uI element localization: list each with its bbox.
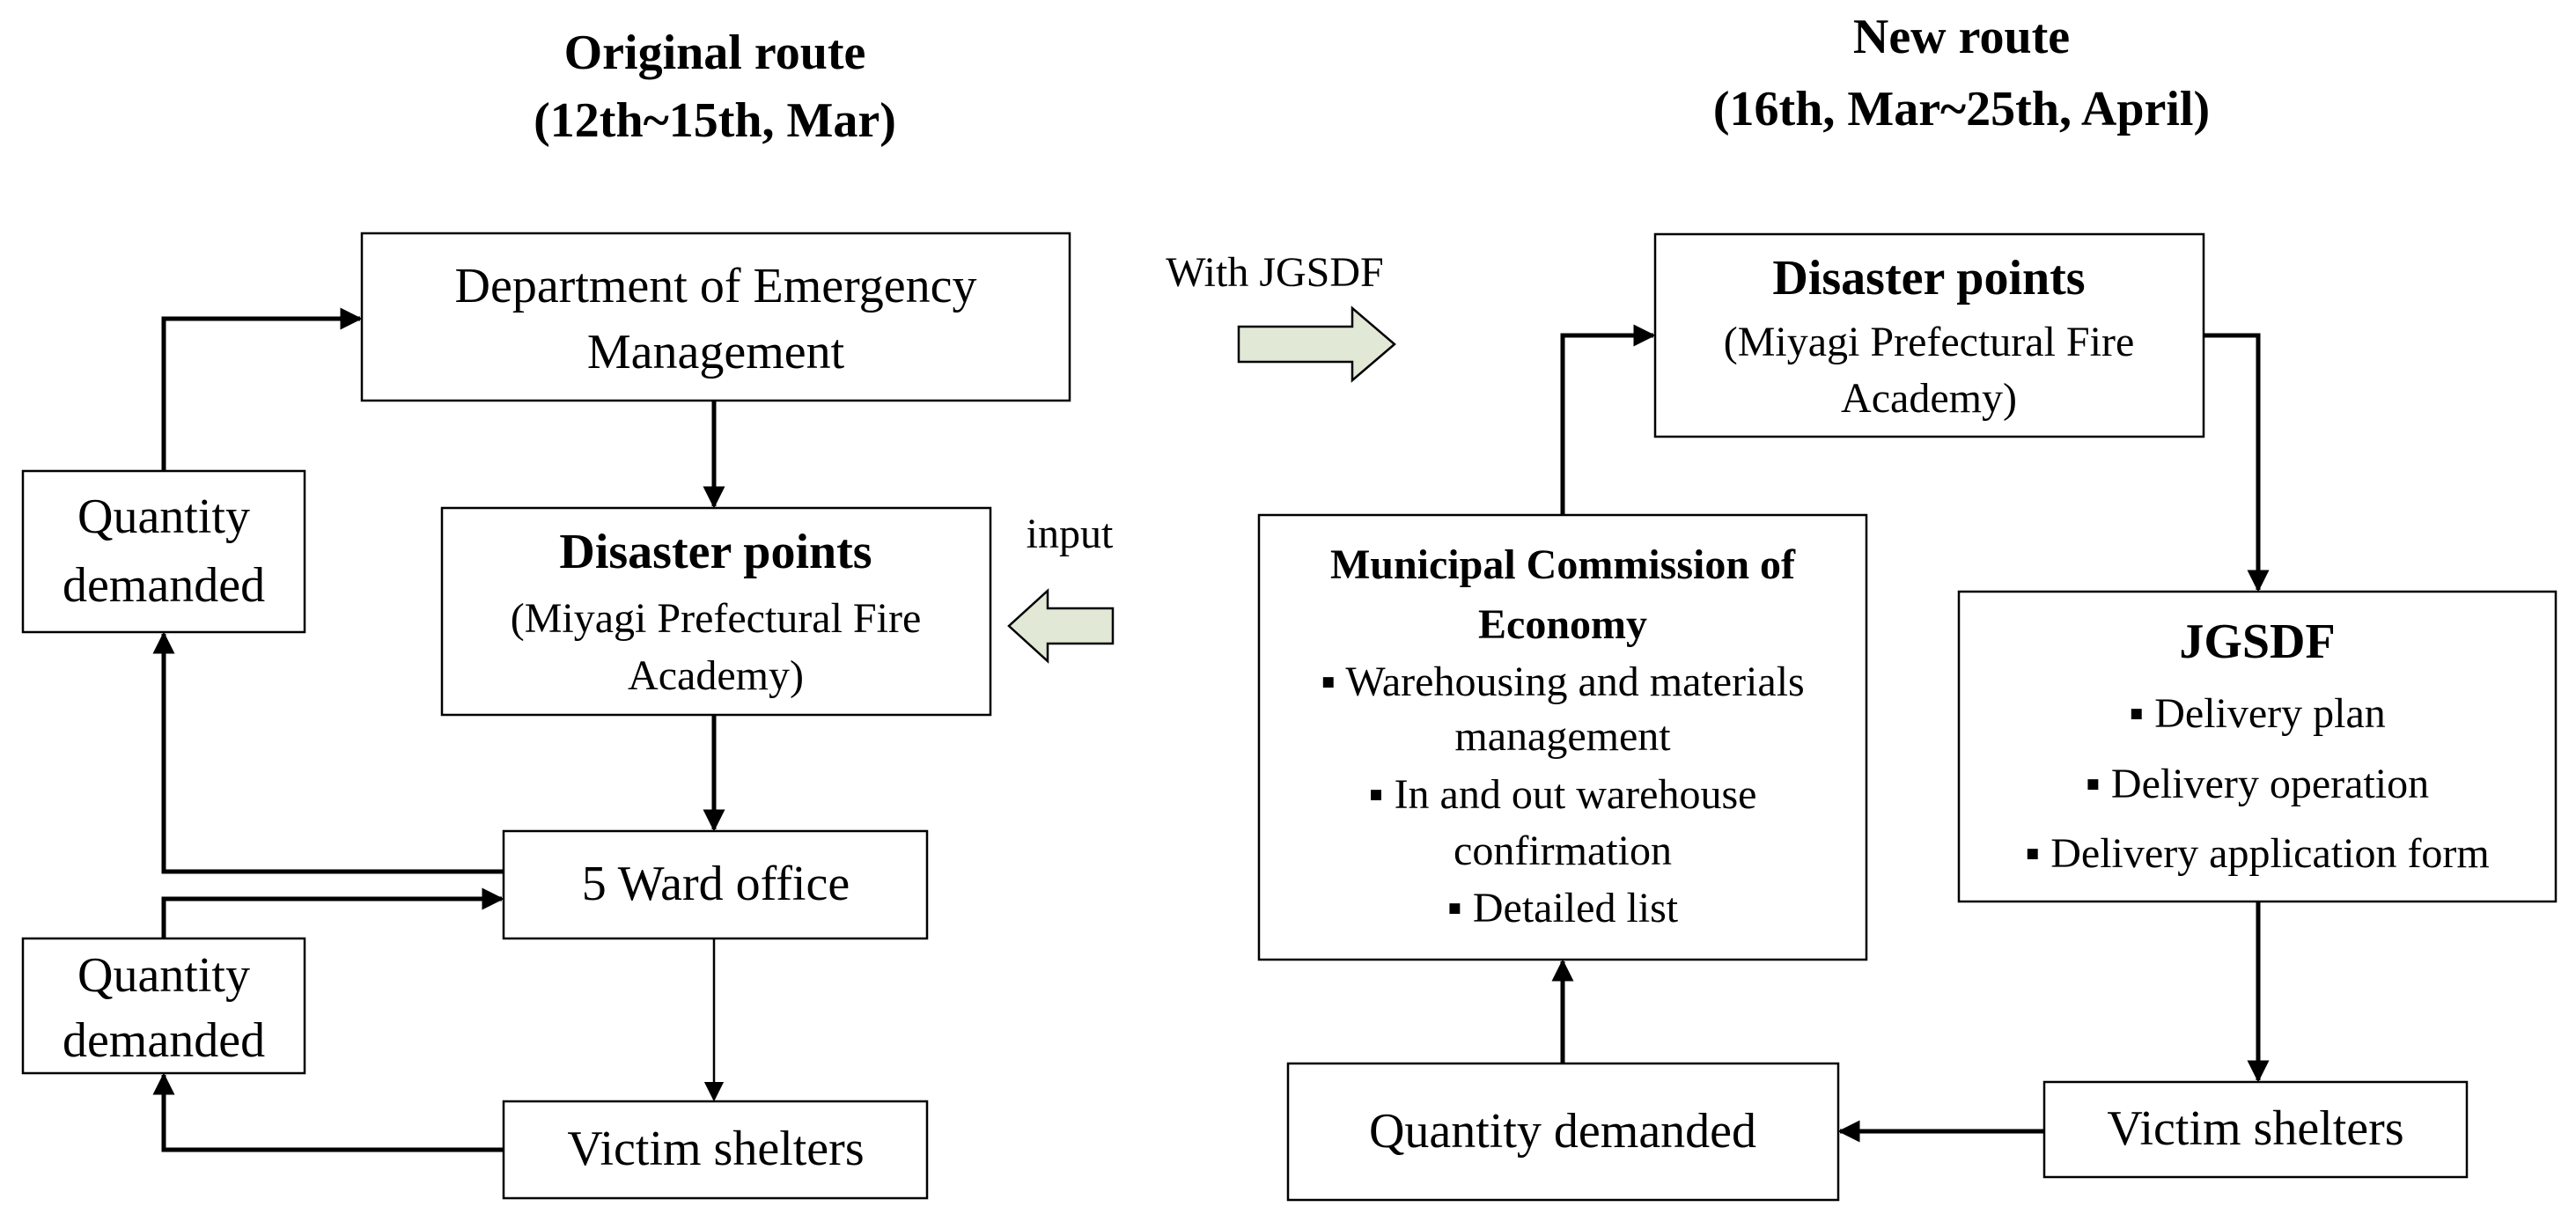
arrow-qty-top-to-dem — [161, 307, 363, 471]
left-title-line2: (12th~15th, Mar) — [534, 93, 896, 148]
right-disaster-title: Disaster points — [1772, 251, 2085, 305]
arrow-shelters-to-qty-bottom — [152, 1072, 504, 1152]
right-quantity-demanded-box: Quantity demanded — [1286, 1062, 1840, 1202]
jgsdf-title: JGSDF — [2179, 614, 2335, 669]
left-disaster-title: Disaster points — [559, 525, 872, 579]
commission-title1: Municipal Commission of — [1330, 541, 1796, 588]
qty-bottom-line2: demanded — [63, 1013, 265, 1068]
input-arrow — [1007, 588, 1115, 664]
arrow-qty-bottom-to-ward — [161, 887, 504, 938]
with-jgsdf-arrow — [1237, 305, 1396, 383]
commission-item: ▪ Detailed list — [1447, 885, 1679, 931]
qty-top-line2: demanded — [63, 558, 265, 613]
left-disaster-points-box: Disaster points (Miyagi Prefectural Fire… — [440, 506, 992, 717]
dem-label-line1: Department of Emergency — [455, 259, 977, 313]
commission-item: ▪ In and out warehouse — [1369, 771, 1757, 818]
dem-box: Department of Emergency Management — [360, 232, 1071, 402]
left-victim-shelters-box: Victim shelters — [502, 1100, 929, 1200]
right-title-line1: New route — [1853, 10, 2070, 64]
quantity-demanded-top-box: Quantity demanded — [21, 469, 306, 634]
left-disaster-sub2: Academy) — [628, 652, 804, 699]
jgsdf-item: ▪ Delivery application form — [2025, 830, 2490, 877]
middle-transition: With JGSDF input — [1007, 249, 1396, 664]
right-title-line2: (16th, Mar~25th, April) — [1713, 82, 2210, 136]
ward-office-box: 5 Ward office — [502, 829, 929, 940]
right-route: New route (16th, Mar~25th, April) Disast… — [1257, 10, 2558, 1202]
commission-title2: Economy — [1478, 601, 1647, 648]
jgsdf-item: ▪ Delivery plan — [2129, 690, 2386, 737]
left-disaster-sub1: (Miyagi Prefectural Fire — [511, 595, 922, 642]
quantity-demanded-bottom-box: Quantity demanded — [21, 937, 306, 1075]
arrow-disaster-to-jgsdf — [2204, 333, 2270, 592]
commission-item: management — [1454, 713, 1671, 760]
ward-office-label: 5 Ward office — [582, 857, 850, 911]
right-quantity-demanded-label: Quantity demanded — [1369, 1104, 1756, 1159]
right-victim-shelters-box: Victim shelters — [2042, 1080, 2469, 1179]
dem-label-line2: Management — [587, 325, 845, 379]
commission-box: Municipal Commission of Economy ▪ Wareho… — [1257, 513, 1868, 961]
jgsdf-item: ▪ Delivery operation — [2086, 761, 2429, 807]
commission-item: ▪ Warehousing and materials — [1321, 659, 1804, 705]
right-disaster-points-box: Disaster points (Miyagi Prefectural Fire… — [1653, 232, 2205, 438]
arrow-commission-to-disaster — [1560, 324, 1656, 515]
right-disaster-sub2: Academy) — [1841, 375, 2017, 422]
qty-bottom-line1: Quantity — [77, 948, 250, 1003]
left-victim-shelters-label: Victim shelters — [567, 1122, 864, 1176]
jgsdf-box: JGSDF ▪ Delivery plan ▪ Delivery operati… — [1957, 590, 2558, 903]
commission-item: confirmation — [1454, 828, 1672, 874]
with-jgsdf-label: With JGSDF — [1166, 249, 1383, 296]
left-title-line1: Original route — [564, 26, 866, 80]
input-label: input — [1027, 511, 1114, 557]
arrow-ward-to-qty-top — [152, 631, 504, 874]
left-route: Original route (12th~15th, Mar) Departme… — [21, 26, 1071, 1200]
right-disaster-sub1: (Miyagi Prefectural Fire — [1724, 319, 2135, 365]
qty-top-line1: Quantity — [77, 489, 250, 544]
right-victim-shelters-label: Victim shelters — [2107, 1101, 2403, 1156]
